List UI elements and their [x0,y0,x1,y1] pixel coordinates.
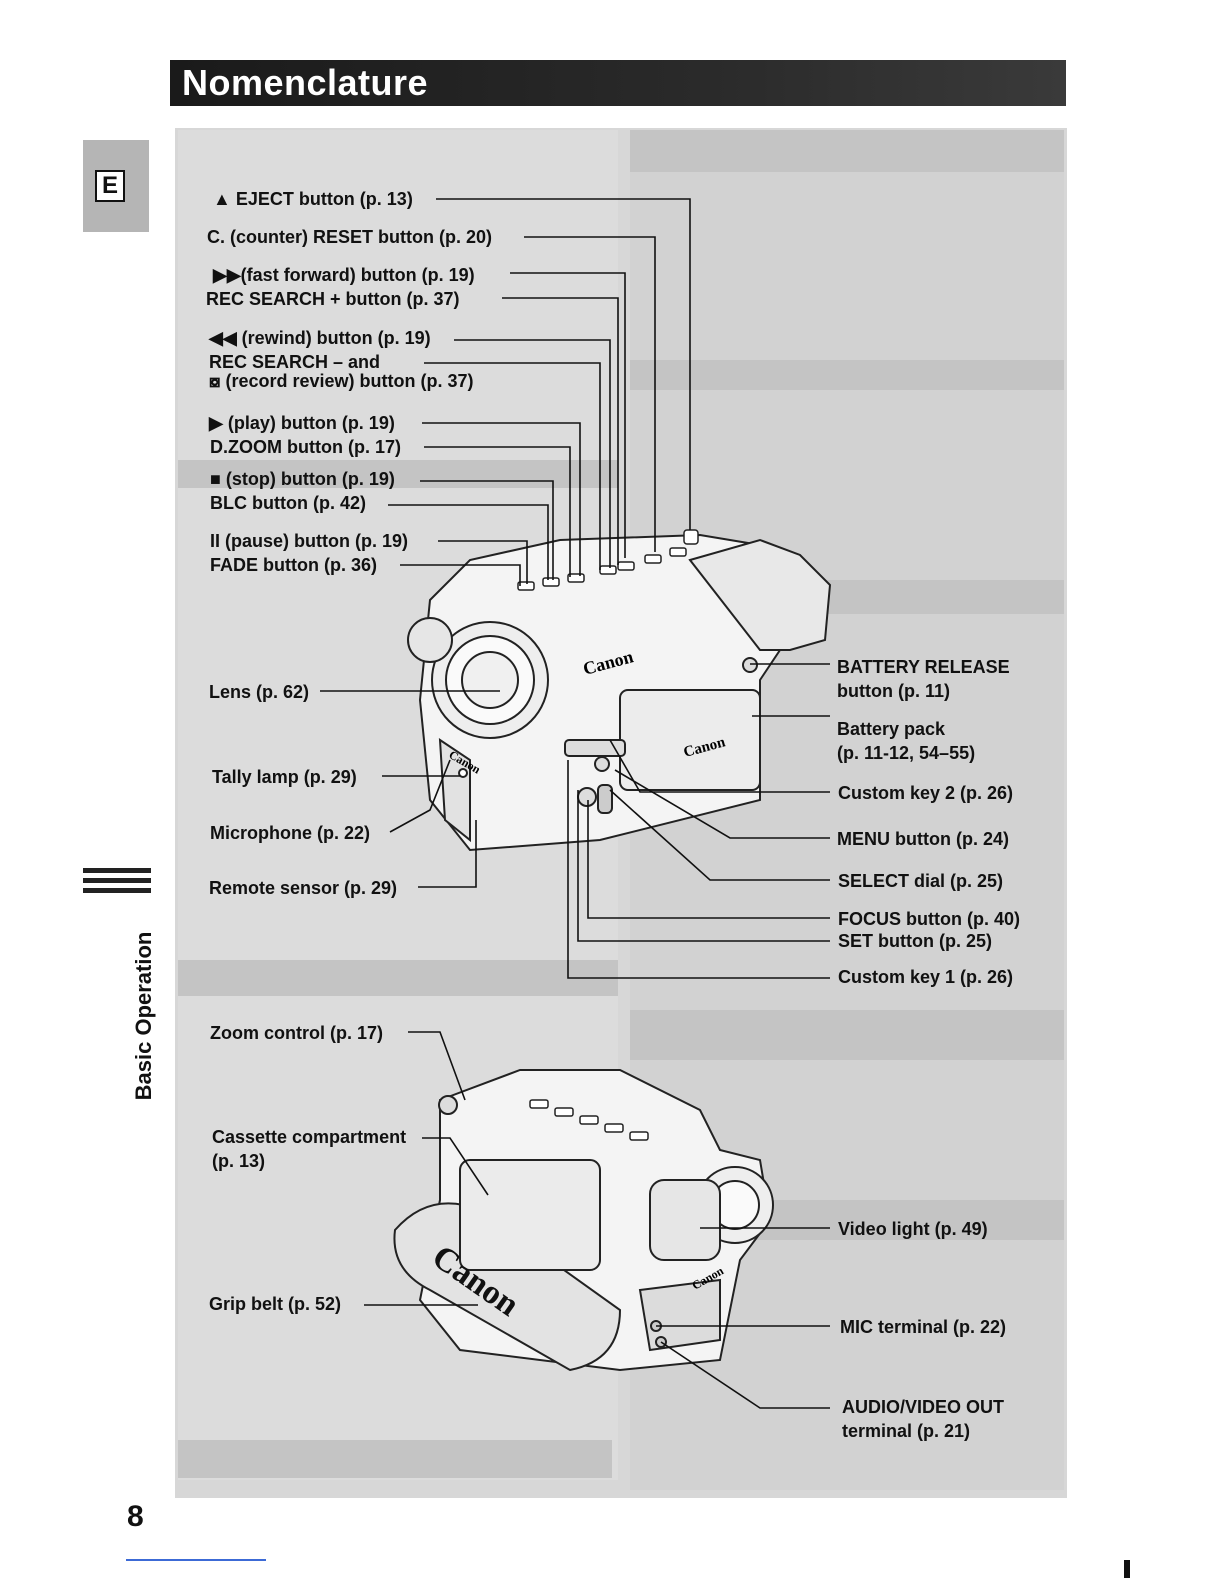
label-custom-key-1: Custom key 1 (p. 26) [838,966,1013,988]
label-grip-belt: Grip belt (p. 52) [209,1293,341,1315]
label-dzoom-button: D.ZOOM button (p. 17) [210,436,401,458]
label-battery-pack-pages: (p. 11-12, 54–55) [837,742,975,764]
label-rec-search-plus-button: REC SEARCH + button (p. 37) [206,288,460,310]
label-lens: Lens (p. 62) [209,681,309,703]
label-microphone: Microphone (p. 22) [210,822,370,844]
label-play-button: ▶ (play) button (p. 19) [209,412,395,434]
label-audio-video-out: AUDIO/VIDEO OUT [842,1396,1004,1418]
label-custom-key-2: Custom key 2 (p. 26) [838,782,1013,804]
label-cassette-compartment-page: (p. 13) [212,1150,265,1172]
label-battery-release-page: button (p. 11) [837,680,950,702]
camcorder-rear-illustration [394,1070,773,1370]
label-rewind-button: ◀◀ (rewind) button (p. 19) [209,327,431,349]
label-blc-button: BLC button (p. 42) [210,492,366,514]
label-battery-pack: Battery pack [837,718,945,740]
label-cassette-compartment: Cassette compartment [212,1126,406,1148]
label-fast-forward-button: ▶▶(fast forward) button (p. 19) [213,264,475,286]
label-focus-button: FOCUS button (p. 40) [838,908,1020,930]
label-mic-terminal: MIC terminal (p. 22) [840,1316,1006,1338]
page-number: 8 [127,1500,144,1534]
label-remote-sensor: Remote sensor (p. 29) [209,877,397,899]
label-fade-button: FADE button (p. 36) [210,554,377,576]
label-stop-button: ■ (stop) button (p. 19) [210,468,395,490]
label-pause-button: II (pause) button (p. 19) [210,530,408,552]
label-set-button: SET button (p. 25) [838,930,992,952]
label-video-light: Video light (p. 49) [838,1218,988,1240]
label-record-review-button: ⧇ (record review) button (p. 37) [209,370,473,392]
camcorder-front-illustration [408,535,830,850]
label-zoom-control: Zoom control (p. 17) [210,1022,383,1044]
label-tally-lamp: Tally lamp (p. 29) [212,766,357,788]
label-select-dial: SELECT dial (p. 25) [838,870,1003,892]
label-counter-reset-button: C. (counter) RESET button (p. 20) [207,226,492,248]
corner-mark [1124,1560,1130,1578]
label-eject-button: ▲ EJECT button (p. 13) [213,188,413,210]
footer-rule [126,1559,266,1561]
label-battery-release: BATTERY RELEASE [837,656,1010,678]
label-menu-button: MENU button (p. 24) [837,828,1009,850]
label-audio-video-out-page: terminal (p. 21) [842,1420,970,1442]
